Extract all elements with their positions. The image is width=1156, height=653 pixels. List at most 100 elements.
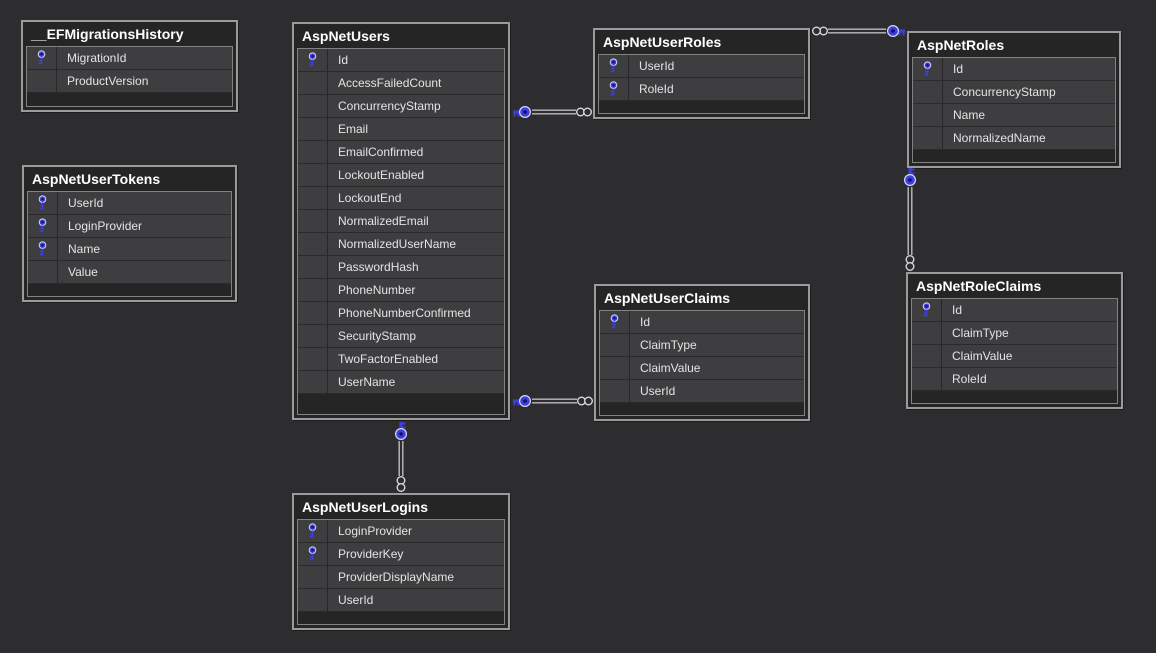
table-title[interactable]: AspNetUserLogins xyxy=(302,499,429,515)
column-row[interactable]: ConcurrencyStamp xyxy=(913,81,1115,103)
column-row[interactable]: ProductVersion xyxy=(27,70,232,92)
column-name: PhoneNumberConfirmed xyxy=(338,306,471,320)
table-title[interactable]: AspNetRoles xyxy=(917,37,1005,53)
column-name: UserId xyxy=(640,384,676,398)
column-row[interactable]: RoleId xyxy=(912,368,1117,390)
column-row[interactable]: Id xyxy=(913,58,1115,80)
one-end-key-icon xyxy=(513,105,531,118)
column-name: ClaimType xyxy=(640,338,697,352)
column-name: RoleId xyxy=(639,82,674,96)
column-row[interactable]: LoginProvider xyxy=(298,520,504,542)
column-row[interactable]: Name xyxy=(28,238,231,260)
column-name: ConcurrencyStamp xyxy=(338,99,441,113)
relationship-AspNetRoles-AspNetRoleClaims[interactable] xyxy=(903,168,916,272)
column-name: SecurityStamp xyxy=(338,329,417,343)
column-row[interactable]: TwoFactorEnabled xyxy=(298,348,504,370)
column-name: ProductVersion xyxy=(67,74,149,88)
primary-key-icon xyxy=(599,55,629,77)
primary-key-icon xyxy=(912,299,942,321)
column-row[interactable]: NormalizedUserName xyxy=(298,233,504,255)
column-row[interactable]: ProviderDisplayName xyxy=(298,566,504,588)
column-row[interactable]: AccessFailedCount xyxy=(298,72,504,94)
primary-key-glyph xyxy=(609,58,618,73)
table-title[interactable]: __EFMigrationsHistory xyxy=(31,26,184,42)
icon-cell xyxy=(298,72,328,94)
column-row[interactable]: LockoutEnd xyxy=(298,187,504,209)
column-row[interactable]: UserName xyxy=(298,371,504,393)
column-name: AccessFailedCount xyxy=(338,76,442,90)
table-title[interactable]: AspNetUsers xyxy=(302,28,390,44)
column-name: PhoneNumber xyxy=(338,283,416,297)
icon-cell xyxy=(912,368,942,390)
column-row[interactable]: PasswordHash xyxy=(298,256,504,278)
primary-key-glyph xyxy=(38,241,47,256)
icon-cell xyxy=(298,302,328,324)
column-row[interactable]: ClaimValue xyxy=(912,345,1117,367)
icon-cell xyxy=(298,589,328,611)
column-row[interactable]: EmailConfirmed xyxy=(298,141,504,163)
table-title[interactable]: AspNetUserTokens xyxy=(32,171,161,187)
column-row[interactable]: UserId xyxy=(600,380,804,402)
column-row[interactable]: Id xyxy=(912,299,1117,321)
primary-key-icon xyxy=(27,47,57,69)
column-row[interactable]: Value xyxy=(28,261,231,283)
column-row[interactable]: ConcurrencyStamp xyxy=(298,95,504,117)
relationship-AspNetRoles-AspNetUserRoles[interactable] xyxy=(812,25,905,38)
column-row[interactable]: UserId xyxy=(599,55,804,77)
column-name: EmailConfirmed xyxy=(338,145,424,159)
column-row[interactable]: ProviderKey xyxy=(298,543,504,565)
column-row[interactable]: LoginProvider xyxy=(28,215,231,237)
column-row[interactable]: ClaimType xyxy=(600,334,804,356)
column-row[interactable]: PhoneNumberConfirmed xyxy=(298,302,504,324)
icon-cell xyxy=(600,334,630,356)
column-row[interactable]: MigrationId xyxy=(27,47,232,69)
icon-cell xyxy=(298,118,328,140)
column-name: UserId xyxy=(338,593,374,607)
column-row[interactable]: Email xyxy=(298,118,504,140)
column-name: Email xyxy=(338,122,369,136)
column-row[interactable]: UserId xyxy=(298,589,504,611)
table-title[interactable]: AspNetRoleClaims xyxy=(916,278,1042,294)
table-title[interactable]: AspNetUserRoles xyxy=(603,34,722,50)
column-row[interactable]: RoleId xyxy=(599,78,804,100)
many-end-infinity-icon xyxy=(812,26,829,36)
many-end-infinity-icon xyxy=(905,254,915,272)
column-row[interactable]: PhoneNumber xyxy=(298,279,504,301)
column-row[interactable]: UserId xyxy=(28,192,231,214)
column-row[interactable]: NormalizedName xyxy=(913,127,1115,149)
icon-cell xyxy=(298,348,328,370)
column-row[interactable]: LockoutEnabled xyxy=(298,164,504,186)
column-row[interactable]: SecurityStamp xyxy=(298,325,504,347)
one-end-key-icon xyxy=(903,168,916,187)
column-row[interactable]: Name xyxy=(913,104,1115,126)
column-row[interactable]: ClaimValue xyxy=(600,357,804,379)
column-row[interactable]: Id xyxy=(600,311,804,333)
column-row[interactable]: NormalizedEmail xyxy=(298,210,504,232)
relationship-AspNetUsers-AspNetUserClaims[interactable] xyxy=(513,395,594,408)
icon-cell xyxy=(913,81,943,103)
column-name: Id xyxy=(952,303,963,317)
column-name: RoleId xyxy=(952,372,987,386)
table-title[interactable]: AspNetUserClaims xyxy=(604,290,731,306)
icon-cell xyxy=(298,279,328,301)
relationship-AspNetUsers-AspNetUserRoles[interactable] xyxy=(513,105,593,118)
column-name: PasswordHash xyxy=(338,260,419,274)
column-row[interactable]: Id xyxy=(298,49,504,71)
column-row[interactable]: ClaimType xyxy=(912,322,1117,344)
primary-key-icon xyxy=(913,58,943,80)
relationship-AspNetUsers-AspNetUserLogins[interactable] xyxy=(395,422,408,493)
